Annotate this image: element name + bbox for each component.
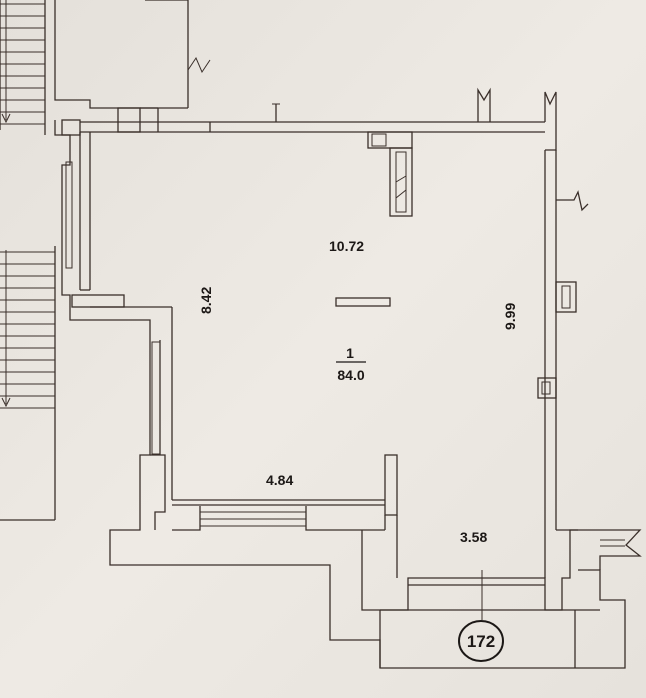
unit-number-label: 172 [467,632,495,651]
room-center-symbol [335,297,391,307]
dimension-left-label: 8.42 [198,287,214,314]
dimension-right-label: 9.99 [502,303,518,330]
unit-number-circle [458,620,504,662]
ventilation-shaft [367,131,413,217]
room-area-label: 84.0 [337,367,364,383]
dimension-bottom-right-label: 3.58 [460,529,487,545]
staircase-upper [0,0,46,135]
dimension-top-label: 10.72 [329,238,364,254]
room-number-label: 1 [346,345,354,361]
dimension-bottom-left-label: 4.84 [266,472,293,488]
staircase-lower [0,246,56,521]
room-walls [54,87,642,669]
